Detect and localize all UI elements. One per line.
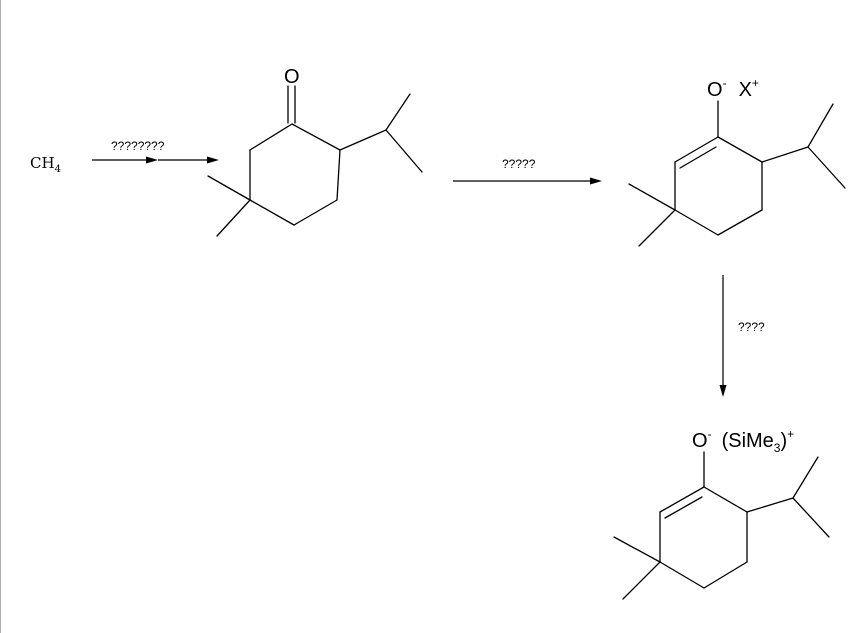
enolate-structure [628, 100, 846, 247]
ketone-carbonyl-oxygen: O [284, 66, 300, 88]
step3-conditions: ???? [738, 320, 765, 334]
silyl-enolate-oxygen-charge: - [708, 427, 712, 441]
silyl-enolate-oxygen: O [692, 430, 708, 452]
silyl-counterion-charge: + [787, 427, 794, 441]
enolate-counterion-charge: + [752, 76, 759, 90]
step1-conditions: ???????? [111, 139, 165, 153]
silyl-enolate-structure [613, 451, 830, 600]
silyl-counterion-close: ) [780, 430, 787, 452]
enolate-label: O-X+ [707, 76, 759, 101]
step2-arrow [453, 177, 602, 185]
enolate-counterion: X [739, 79, 752, 101]
methane-formula-main: CH [30, 154, 55, 172]
step1-arrow [92, 156, 219, 164]
enolate-oxygen-charge: - [723, 76, 727, 90]
methane-formula-subscript: 4 [55, 164, 61, 175]
step3-arrow [719, 275, 727, 397]
silyl-counterion-subscript: 3 [774, 441, 781, 455]
silyl-enolate-label: O-(SiMe3)+ [692, 427, 794, 455]
ketone-structure [207, 85, 423, 237]
methane-formula: CH4 [30, 154, 61, 175]
enolate-oxygen: O [707, 79, 723, 101]
silyl-counterion-open: (SiMe [722, 430, 774, 452]
step2-conditions: ????? [502, 157, 536, 171]
